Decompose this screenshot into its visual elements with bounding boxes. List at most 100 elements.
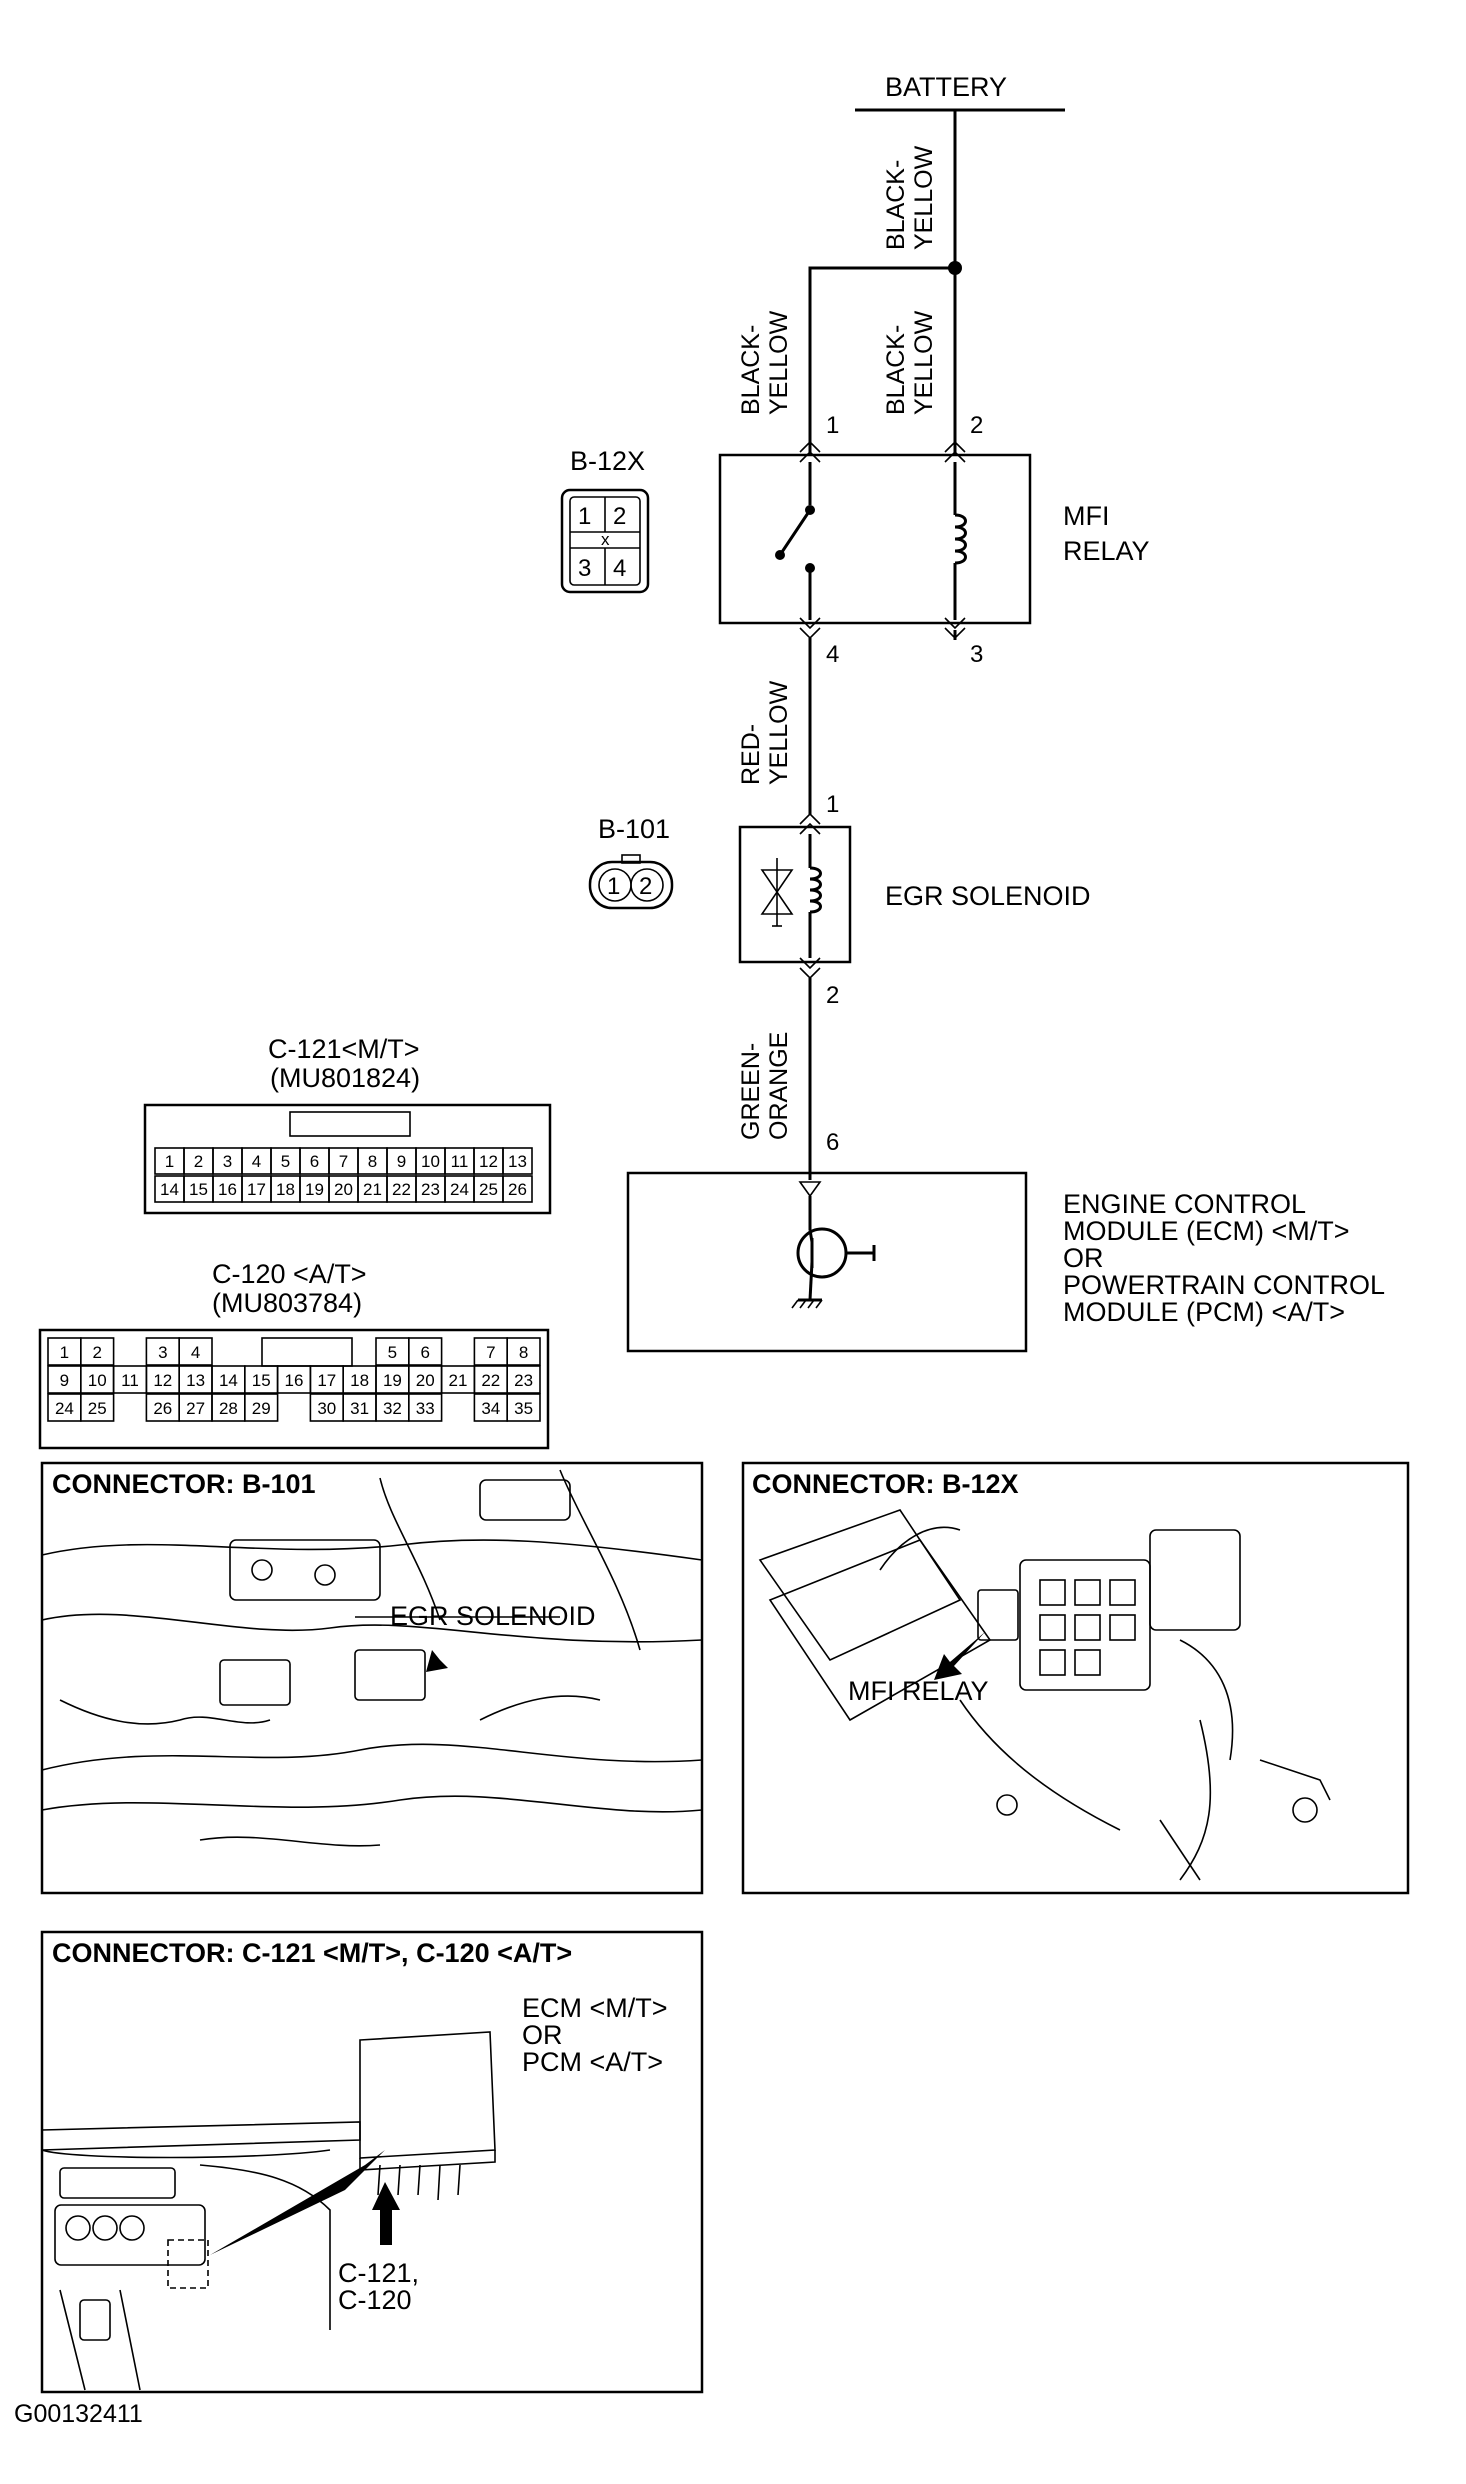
connector-outline <box>143 1103 552 1215</box>
connector-cell <box>502 1175 533 1203</box>
photo-title: CONNECTOR: B-101 <box>52 1469 316 1499</box>
connector-cell <box>506 1393 541 1422</box>
connector-pin: 3 <box>578 555 591 582</box>
photo-frame <box>40 1930 704 2394</box>
callout-arrow <box>934 1632 985 1680</box>
connector-pin-number: 26 <box>153 1399 172 1418</box>
connector-cell <box>80 1337 115 1366</box>
connector-key <box>261 1337 353 1367</box>
wire-label-green: GREEN- <box>737 1043 765 1140</box>
photo-panel-c121-c120: CONNECTOR: C-121 <M/T>, C-120 <A/T> ECM … <box>40 1930 704 2394</box>
connector-pin-number: 10 <box>421 1152 440 1171</box>
wire-branch-to-relay-pin1 <box>808 266 955 455</box>
connector-b101-face: B-101 1 2 <box>588 814 674 910</box>
connector-pin-number: 7 <box>486 1343 495 1362</box>
relay-pin-2: 2 <box>970 412 983 439</box>
connector-pin-number: 3 <box>223 1152 232 1171</box>
connector-cell <box>407 1337 443 1366</box>
connector-pin: 1 <box>607 873 620 900</box>
connector-callout-line: C-120 <box>338 2285 412 2315</box>
wire-label-red: RED- <box>737 724 765 785</box>
callout-arrow <box>426 1630 460 1672</box>
module-label-line: OR <box>522 2020 563 2050</box>
connector-pin-number: 9 <box>60 1371 69 1390</box>
photo-panel-b101: CONNECTOR: B-101 EGR SOLENOID <box>40 1461 704 1895</box>
relay-coil-icon <box>954 513 967 565</box>
engine-illustration <box>41 1469 703 1847</box>
mfi-relay-label-line1: MFI <box>1063 501 1110 531</box>
photo-frame <box>741 1461 1410 1895</box>
connector-x-mark: x <box>601 530 610 549</box>
connector-pin: 1 <box>578 503 591 530</box>
connector-b12x-face: B-12X 1 2 3 4 x <box>560 446 650 594</box>
connector-chevron <box>799 812 821 835</box>
photo-callout: EGR SOLENOID <box>390 1601 596 1631</box>
egr-pin-1: 1 <box>826 791 839 818</box>
connector-cell <box>80 1393 115 1422</box>
connector-key <box>289 1111 411 1137</box>
connector-pin: 4 <box>613 555 626 582</box>
connector-pin-number: 16 <box>285 1371 304 1390</box>
connector-pin-circle <box>630 868 664 902</box>
connector-pin-number: 2 <box>92 1343 101 1362</box>
connector-triangle <box>798 1181 822 1198</box>
connector-pin-number: 2 <box>194 1152 203 1171</box>
egr-solenoid-label: EGR SOLENOID <box>885 881 1091 911</box>
mfi-relay: 1 2 4 3 MFI RELAY <box>718 412 1150 668</box>
connector-latch <box>621 854 641 864</box>
photo-panel-b12x: CONNECTOR: B-12X MFI RELAY <box>741 1461 1410 1895</box>
connector-pin-number: 30 <box>317 1399 336 1418</box>
transistor-icon <box>796 1227 848 1279</box>
connector-pin-number: 12 <box>153 1371 172 1390</box>
connector-pin-number: 27 <box>186 1399 205 1418</box>
figure-id: G00132411 <box>14 2400 143 2428</box>
connector-cell <box>502 1147 533 1175</box>
connector-c120-part: (MU803784) <box>212 1288 362 1318</box>
photo-title: CONNECTOR: B-12X <box>752 1469 1019 1499</box>
ground-icon <box>791 1299 823 1309</box>
photo-title: CONNECTOR: C-121 <M/T>, C-120 <A/T> <box>52 1938 572 1968</box>
connector-pin-number: 14 <box>219 1371 238 1390</box>
ecm-label-line: POWERTRAIN CONTROL <box>1063 1270 1385 1300</box>
connector-pin-number: 13 <box>186 1371 205 1390</box>
connector-pin-number: 8 <box>368 1152 377 1171</box>
connector-chevron <box>799 617 821 640</box>
egr-coil-icon <box>809 866 822 914</box>
connector-pin-number: 15 <box>189 1180 208 1199</box>
connector-cell <box>506 1337 541 1366</box>
connector-pin-number: 33 <box>416 1399 435 1418</box>
connector-pin-number: 1 <box>60 1343 69 1362</box>
connector-pin-number: 26 <box>508 1180 527 1199</box>
connector-pin-number: 35 <box>514 1399 533 1418</box>
connector-pin-number: 24 <box>55 1399 74 1418</box>
engine-bay-illustration <box>758 1509 1331 1881</box>
battery-label: BATTERY <box>885 72 1007 102</box>
switch-contact <box>775 550 785 560</box>
connector-pin-number: 1 <box>165 1152 174 1171</box>
connector-cell <box>178 1337 213 1366</box>
dashboard-illustration <box>41 2031 496 2391</box>
connector-pin-number: 21 <box>363 1180 382 1199</box>
connector-pin: 2 <box>613 503 626 530</box>
connector-pin-number: 17 <box>247 1180 266 1199</box>
battery-section: BATTERY <box>855 72 1065 112</box>
connector-pin-number: 11 <box>451 1152 469 1171</box>
connector-pin-number: 13 <box>508 1152 527 1171</box>
connector-pin-number: 21 <box>449 1371 468 1390</box>
connector-pin-number: 4 <box>191 1343 200 1362</box>
connector-pin-number: 3 <box>158 1343 167 1362</box>
transistor-emitter <box>808 1261 814 1301</box>
egr-solenoid-box <box>738 825 852 964</box>
wire-label-black: BLACK- <box>882 160 910 250</box>
connector-pin-number: 5 <box>388 1343 397 1362</box>
connector-pin: 2 <box>639 873 652 900</box>
connector-pin-number: 15 <box>252 1371 271 1390</box>
ecm-label-line: MODULE (ECM) <M/T> <box>1063 1216 1350 1246</box>
connector-c121-title: C-121<M/T> <box>268 1034 420 1064</box>
ecm-label-line: MODULE (PCM) <A/T> <box>1063 1297 1345 1327</box>
connector-outline <box>38 1328 550 1450</box>
